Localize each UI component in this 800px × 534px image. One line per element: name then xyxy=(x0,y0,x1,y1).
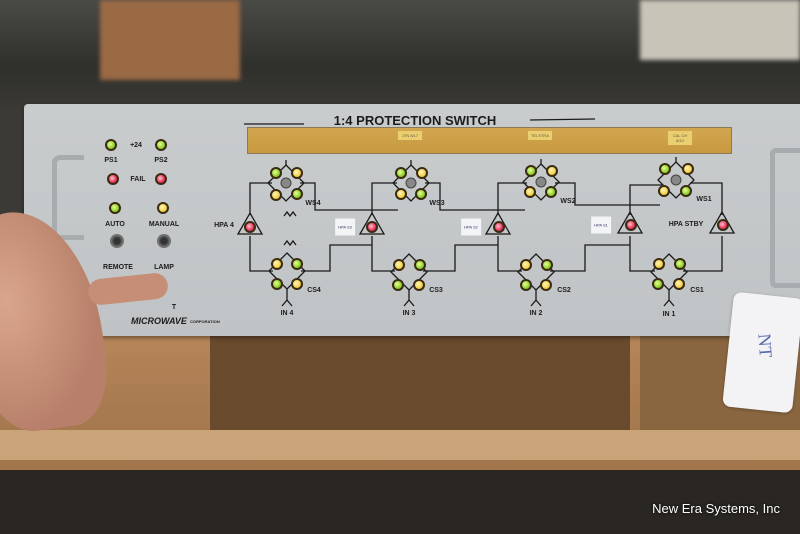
cs3-led xyxy=(392,279,404,291)
hpa4-led xyxy=(244,221,256,233)
in4-label: IN 4 xyxy=(280,310,294,317)
background-equipment xyxy=(640,0,800,60)
label-tape: JTN 8/17 TELSTRA CAL CH 8/10 xyxy=(247,127,732,154)
cs4-led xyxy=(271,278,283,290)
in1-label: IN 1 xyxy=(662,311,676,318)
watermark: New Era Systems, Inc xyxy=(652,501,780,516)
manual-toggle-switch[interactable] xyxy=(157,234,171,248)
rack-handle-left xyxy=(52,155,84,240)
brand-logo: MICROWAVE xyxy=(131,316,187,326)
hpa4-label: HPA 4 xyxy=(214,222,234,229)
cs2-led xyxy=(541,259,553,271)
ws4-led xyxy=(270,167,282,179)
ws1-label: WS1 xyxy=(696,196,712,203)
plus24-label: +24 xyxy=(130,142,142,149)
cs4-label: CS4 xyxy=(307,287,321,294)
cs1-led xyxy=(674,258,686,270)
ws2-led xyxy=(525,165,537,177)
auto-toggle-switch[interactable] xyxy=(110,234,124,248)
hpa1-led xyxy=(625,219,637,231)
cs4-led xyxy=(271,258,283,270)
lamp-test-label: T xyxy=(171,304,177,311)
remote-label: REMOTE xyxy=(103,264,133,271)
ws3-led xyxy=(415,188,427,200)
hpa-s2-tag: HPA S2 xyxy=(461,218,481,236)
shelf-plank xyxy=(0,430,800,460)
ws3-led xyxy=(416,167,428,179)
paper-tag: NT xyxy=(722,291,800,414)
tape-note: CAL CH 8/10 xyxy=(668,131,692,145)
tag-text: NT xyxy=(754,332,777,359)
fail1-led xyxy=(107,173,119,185)
background-box xyxy=(100,0,240,80)
ws1-led xyxy=(658,185,670,197)
ws3-led xyxy=(395,167,407,179)
cs1-led xyxy=(652,278,664,290)
cs4-led xyxy=(291,278,303,290)
cs4-led xyxy=(291,258,303,270)
ws3-led xyxy=(395,188,407,200)
ws2-led xyxy=(546,165,558,177)
ws2-led xyxy=(545,186,557,198)
cs2-led xyxy=(520,259,532,271)
lamp-label: LAMP xyxy=(154,264,174,271)
in3-label: IN 3 xyxy=(402,310,416,317)
cs3-label: CS3 xyxy=(429,287,443,294)
cs3-led xyxy=(414,259,426,271)
ws4-led xyxy=(291,167,303,179)
cs1-led xyxy=(653,258,665,270)
tape-note: JTN 8/17 xyxy=(398,131,422,140)
hpa-s1-tag: HPA S1 xyxy=(591,216,611,234)
ws4-led xyxy=(291,188,303,200)
auto-label: AUTO xyxy=(105,221,125,228)
cs2-label: CS2 xyxy=(557,287,571,294)
ws1-led xyxy=(682,163,694,175)
hpa-s3-tag: HPA S3 xyxy=(335,218,355,236)
cs3-led xyxy=(393,259,405,271)
ps2-led xyxy=(155,139,167,151)
hpa3-led xyxy=(366,221,378,233)
shelf-cavity xyxy=(210,335,630,430)
floor-shadow xyxy=(0,470,800,534)
tape-note: TELSTRA xyxy=(528,131,552,140)
ws4-led xyxy=(270,189,282,201)
auto-led xyxy=(109,202,121,214)
cs1-led xyxy=(673,278,685,290)
panel-title: 1:4 PROTECTION SWITCH xyxy=(333,113,497,128)
ws1-led xyxy=(680,185,692,197)
ws2-label: WS2 xyxy=(560,198,576,205)
hpa-stby-led xyxy=(717,219,729,231)
ps1-led xyxy=(105,139,117,151)
hpa-stby-label: HPA STBY xyxy=(668,221,704,228)
ps1-label: PS1 xyxy=(104,157,118,164)
cs2-led xyxy=(520,279,532,291)
ws3-label: WS3 xyxy=(429,200,445,207)
fail-label: FAIL xyxy=(130,176,146,183)
ws4-label: WS4 xyxy=(305,200,321,207)
hpa2-led xyxy=(493,221,505,233)
cs2-led xyxy=(540,279,552,291)
cs1-label: CS1 xyxy=(690,287,704,294)
fail2-led xyxy=(155,173,167,185)
ws1-led xyxy=(659,163,671,175)
ws2-led xyxy=(524,186,536,198)
manual-label: MANUAL xyxy=(148,221,180,228)
manual-led xyxy=(157,202,169,214)
ps2-label: PS2 xyxy=(154,157,168,164)
in2-label: IN 2 xyxy=(529,310,543,317)
rack-handle-right xyxy=(770,148,800,288)
cs3-led xyxy=(413,279,425,291)
brand-suffix: CORPORATION xyxy=(190,319,220,324)
